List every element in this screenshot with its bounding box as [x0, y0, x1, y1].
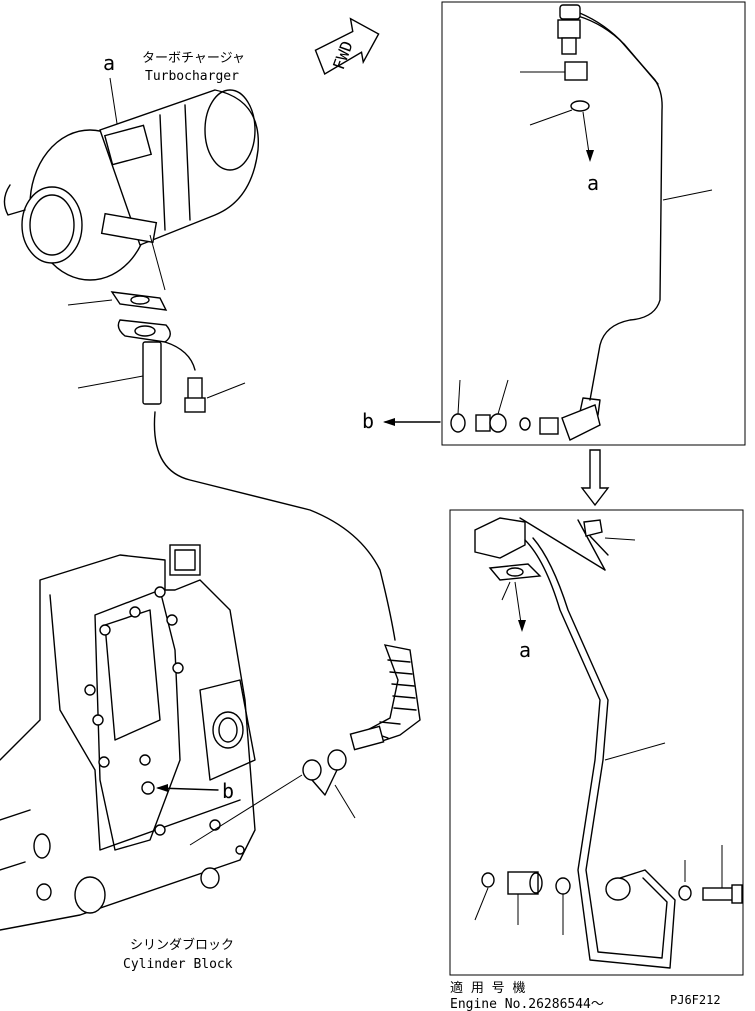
turbo-label-jp: ターボチャージャ: [142, 51, 245, 66]
fwd-arrow: FWD: [314, 17, 380, 75]
cylinder-block-drawing: b: [0, 544, 256, 931]
cylinder-block-label-en: Cylinder Block: [123, 957, 233, 972]
turbo-label-en: Turbocharger: [145, 69, 239, 84]
engine-number: Engine No.26286544～: [450, 997, 604, 1011]
turbocharger-drawing: ターボチャージャ Turbocharger a: [3, 51, 259, 291]
callout-b-upper: b: [362, 409, 374, 433]
callout-a-lower: a: [519, 638, 531, 662]
hose-coil: [349, 644, 421, 751]
applicable-serial-label: 適 用 号 機: [450, 980, 525, 996]
callout-b-block: b: [222, 779, 234, 803]
down-arrow: [580, 449, 610, 507]
callout-a-turbo: a: [103, 51, 115, 75]
drawing-code: PJ6F212: [670, 993, 721, 1007]
inset-box-upper: a: [441, 1, 746, 446]
inset-box-lower: a: [449, 509, 744, 976]
callout-a-upper: a: [587, 171, 599, 195]
cylinder-block-label-jp: シリンダブロック: [130, 937, 234, 953]
